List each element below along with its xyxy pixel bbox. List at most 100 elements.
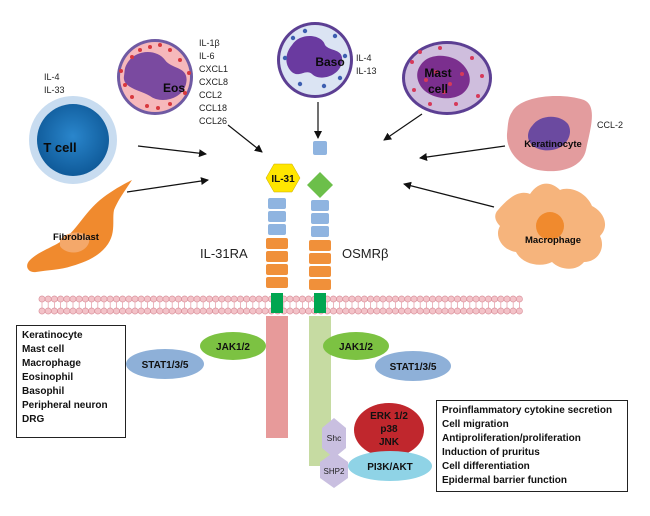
effect-item: Antiproliferation/proliferation	[442, 433, 581, 444]
eosinophil-cell: Eos	[117, 39, 193, 115]
macrophage-cell: Macrophage	[495, 183, 606, 269]
membrane-lipid-head	[75, 295, 83, 303]
membrane-lipid-head	[137, 307, 145, 315]
membrane-lipid-head	[94, 307, 102, 315]
membrane-lipid-head	[354, 295, 362, 303]
membrane-lipid-head	[69, 295, 77, 303]
jak-left-label: JAK1/2	[216, 342, 250, 353]
membrane-lipid-head	[57, 307, 64, 315]
jak-left-oval	[200, 332, 266, 360]
membrane-lipid-head	[106, 307, 114, 315]
eos-cytokine: CXCL8	[199, 77, 228, 87]
membrane-lipid-head	[125, 307, 133, 315]
membrane-lipid-head	[447, 295, 455, 303]
membrane-lipid-head	[404, 307, 412, 315]
membrane-lipid-head	[156, 307, 164, 315]
membrane-lipid-head	[143, 307, 151, 315]
stat-right-label: STAT1/3/5	[390, 362, 437, 373]
osmr-receptor	[307, 141, 333, 466]
membrane-lipid-head	[162, 307, 170, 315]
jak-right-label: JAK1/2	[339, 342, 373, 353]
baso-cytokine: IL-4	[356, 53, 372, 63]
membrane-lipid-head	[329, 295, 337, 303]
arrow-fibroblast	[126, 177, 209, 193]
membrane-lipid-head	[63, 307, 71, 315]
membrane-lipid-head	[174, 307, 182, 315]
membrane-lipid-head	[38, 295, 46, 303]
arrow-eos	[227, 124, 263, 153]
membrane-lipid-head	[497, 295, 505, 303]
eos-cytokine: IL-6	[199, 51, 215, 61]
erk-label-line3: JNK	[379, 437, 400, 448]
membrane-lipid-head	[460, 307, 467, 315]
membrane-lipid-head	[44, 295, 52, 303]
expression-item: DRG	[22, 414, 45, 425]
membrane-lipid-head	[373, 307, 381, 315]
membrane-lipid-head	[472, 295, 480, 303]
shp2-shape	[320, 452, 348, 488]
membrane-lipid-head	[292, 307, 300, 315]
membrane-lipid-head	[125, 295, 133, 303]
membrane-lipid-head	[354, 307, 362, 315]
membrane-lipid-head	[298, 295, 306, 303]
fibroblast-cell: Fibroblast	[27, 180, 132, 273]
membrane-lipid-head	[447, 307, 455, 315]
erk-oval	[354, 403, 424, 457]
membrane-lipid-head	[75, 307, 83, 315]
il31ra-domain	[266, 264, 288, 275]
membrane-lipid-head	[212, 307, 219, 315]
membrane-lipid-head	[391, 307, 399, 315]
membrane-lipid-head	[516, 295, 523, 303]
eos-cytokine: CCL18	[199, 103, 227, 113]
membrane-lipid-head	[174, 295, 182, 303]
osmr-binding-head	[307, 172, 333, 198]
membrane-lipid-head	[342, 307, 350, 315]
il31ra-domain	[266, 251, 288, 262]
membrane-lipid-head	[137, 295, 145, 303]
membrane-lipid-head	[286, 307, 294, 315]
membrane-lipid-head	[218, 307, 226, 315]
macrophage-label: Macrophage	[525, 235, 581, 246]
expression-item: Peripheral neuron	[22, 400, 108, 411]
membrane-lipid-head	[441, 307, 449, 315]
membrane-lipid-head	[367, 307, 374, 315]
jak-right-oval	[323, 332, 389, 360]
membrane-lipid-head	[497, 307, 505, 315]
membrane-lipid-head	[329, 307, 337, 315]
mast-label-line2: cell	[428, 82, 448, 96]
membrane-lipid-head	[224, 307, 232, 315]
membrane-lipid-head	[336, 295, 343, 303]
erk-label-line2: p38	[380, 424, 398, 435]
membrane-lipid-head	[422, 307, 430, 315]
baso-label: Baso	[315, 55, 344, 69]
il31-ligand: IL-31	[265, 163, 301, 193]
arrow-keratinocyte	[419, 145, 506, 161]
eos-cytokine: CCL26	[199, 116, 227, 126]
effect-item: Cell differentiation	[442, 461, 530, 472]
membrane-lipid-head	[255, 295, 263, 303]
membrane-lipid-head	[212, 295, 219, 303]
membrane-lipid-head	[453, 295, 461, 303]
shc-shape	[322, 418, 346, 458]
membrane-lipid-head	[305, 307, 312, 315]
expression-item: Macrophage	[22, 358, 81, 369]
membrane-lipid-head	[416, 307, 424, 315]
stat-left-label: STAT1/3/5	[142, 360, 189, 371]
basophil-cell: Baso	[277, 22, 353, 98]
membrane-lipid-head	[113, 307, 120, 315]
membrane-lipid-head	[429, 295, 436, 303]
fibroblast-label: Fibroblast	[53, 232, 100, 243]
mast-label-line1: Mast	[424, 66, 451, 80]
membrane-lipid-head	[44, 307, 52, 315]
membrane-lipid-head	[218, 295, 226, 303]
membrane-lipid-head	[230, 295, 238, 303]
membrane-lipid-head	[435, 307, 443, 315]
osmr-domain	[311, 200, 329, 211]
membrane-lipid-head	[249, 295, 257, 303]
membrane-lipid-head	[379, 307, 387, 315]
membrane-lipid-head	[106, 295, 114, 303]
membrane-lipid-head	[509, 295, 517, 303]
keratinocyte-cytokine: CCL-2	[597, 120, 623, 130]
eos-cytokine: IL-1β	[199, 38, 220, 48]
